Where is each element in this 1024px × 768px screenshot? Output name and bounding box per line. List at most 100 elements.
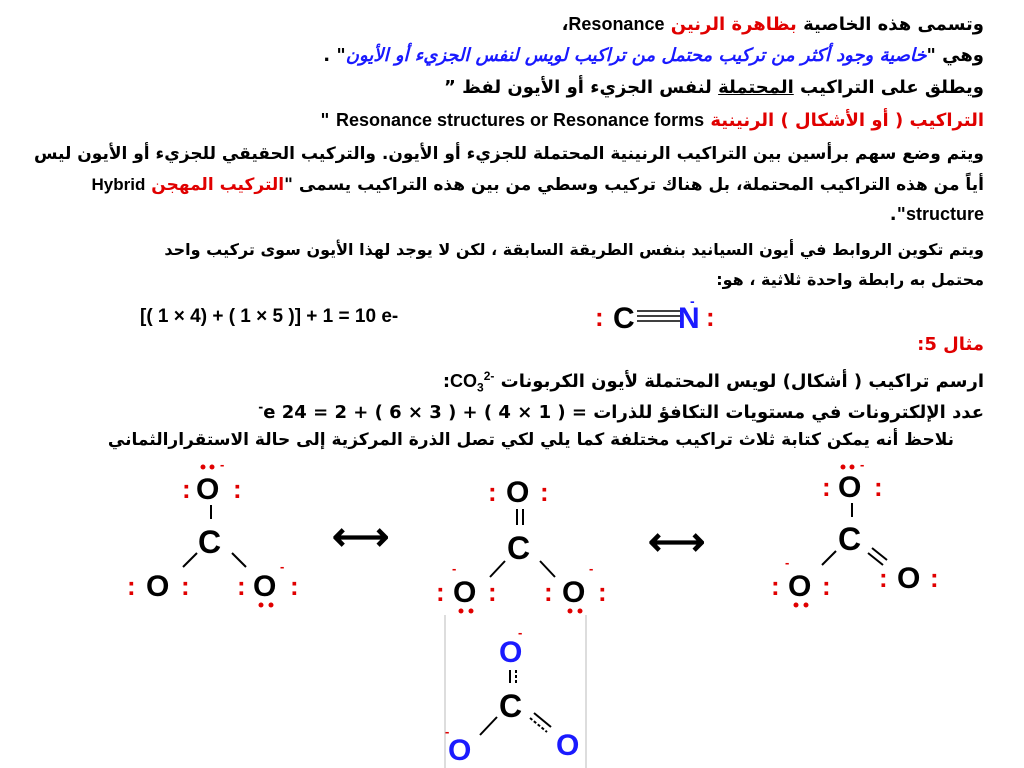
carbonate-structure-1: - : O : C : O : : O - : bbox=[127, 457, 299, 608]
oxygen-right: O bbox=[897, 562, 920, 595]
charge: - bbox=[785, 555, 789, 570]
resonance-arrow-1: ⟷ bbox=[332, 515, 389, 559]
valence-electrons-text: عدد الإلكترونات في مستويات التكافؤ للذرا… bbox=[263, 402, 984, 423]
lone-pair: : bbox=[598, 577, 607, 607]
highlight-resonance-ar: بظاهرة الرنين bbox=[670, 14, 797, 35]
lone-pair: : bbox=[540, 477, 549, 507]
charge-superscript: - bbox=[258, 400, 264, 414]
electron-equation: [( 1 × 4) + ( 1 × 5 )] + 1 = 10 e- bbox=[140, 305, 398, 329]
text-segment: ، bbox=[561, 14, 569, 35]
text-segment: : bbox=[442, 371, 451, 392]
line-8: ويتم تكوين الروابط في أيون السيانيد بنفس… bbox=[164, 238, 984, 262]
bond bbox=[489, 560, 506, 578]
lone-pair: : bbox=[290, 571, 299, 601]
example-label: مثال 5: bbox=[917, 333, 984, 357]
line-13: نلاحظ أنه يمكن كتابة ثلاث تراكيب مختلفة … bbox=[108, 428, 954, 452]
oxygen-left: O bbox=[146, 570, 169, 603]
text-segment: ويطلق على التراكيب bbox=[800, 77, 984, 98]
partial-bond-dashed bbox=[529, 717, 548, 733]
carbonate-formula: CO32- bbox=[450, 369, 495, 395]
cyanide-structure: : C N - : bbox=[595, 293, 715, 335]
oxygen-right: O bbox=[253, 570, 276, 603]
charge: - bbox=[589, 561, 593, 576]
underlined-word: المحتملة bbox=[718, 77, 794, 98]
text-segment: ويتم تكوين الروابط في أيون السيانيد بنفس… bbox=[164, 240, 984, 259]
bond bbox=[539, 560, 556, 578]
term-structure: structure bbox=[905, 204, 984, 224]
lone-pair: : bbox=[879, 563, 888, 593]
lone-pair: : bbox=[233, 474, 242, 504]
highlight-resonance-structures-ar: التراكيب ( أو الأشكال ) الرنينية bbox=[710, 110, 984, 131]
text-segment: ". bbox=[889, 204, 906, 225]
text-segment: محتمل به رابطة واحدة ثلاثية ، هو: bbox=[716, 270, 984, 289]
cyanide-colon-right: : bbox=[706, 302, 715, 332]
text-segment: نلاحظ أنه يمكن كتابة ثلاث تراكيب مختلفة … bbox=[107, 430, 954, 450]
oxygen-top: O bbox=[506, 476, 529, 509]
lone-pair: : bbox=[488, 477, 497, 507]
lone-pair: : bbox=[822, 571, 831, 601]
lone-pair: : bbox=[181, 571, 190, 601]
carbon: C bbox=[499, 688, 522, 724]
hybrid-structure: - O C - O O bbox=[444, 615, 587, 768]
oxygen-left: O bbox=[448, 734, 471, 767]
partial-bond-solid bbox=[533, 712, 552, 728]
carbon: C bbox=[838, 521, 861, 557]
carbon: C bbox=[198, 524, 221, 560]
carbonate-resonance-structures: - : O : C : O : : O - : ⟷ : O : C bbox=[127, 457, 939, 768]
charge: - bbox=[860, 457, 864, 472]
carbonate-structure-3: - : O : C - : O : : O : bbox=[771, 457, 939, 608]
oxygen-left: O bbox=[788, 570, 811, 603]
lone-pair: : bbox=[544, 577, 553, 607]
text-segment: وهي " bbox=[926, 45, 984, 66]
lone-pair: : bbox=[237, 571, 246, 601]
term-hybrid: Hybrid bbox=[91, 175, 146, 194]
bond bbox=[182, 552, 198, 568]
oxygen-right: O bbox=[556, 729, 579, 762]
charge: - bbox=[280, 559, 284, 574]
line-5: ويتم وضع سهم برأسين بين التراكيب الرنيني… bbox=[34, 142, 984, 166]
text-segment: ويتم وضع سهم برأسين بين التراكيب الرنيني… bbox=[34, 144, 984, 164]
double-bond bbox=[867, 552, 884, 566]
line-4: التراكيب ( أو الأشكال ) الرنينية Resonan… bbox=[320, 108, 984, 133]
text-segment: لنفس الجزيء أو الأيون لفظ ” bbox=[444, 77, 712, 98]
oxygen-top: O bbox=[838, 471, 861, 504]
lone-pair: : bbox=[874, 472, 883, 502]
charge: - bbox=[518, 625, 522, 640]
oxygen-top: O bbox=[499, 636, 522, 669]
lone-pair: : bbox=[127, 571, 136, 601]
term-resonance-structures: Resonance structures or Resonance forms bbox=[335, 110, 705, 130]
charge: - bbox=[452, 561, 456, 576]
cyanide-charge: - bbox=[690, 293, 695, 309]
formula-base: CO bbox=[450, 371, 478, 391]
resonance-definition: خاصية وجود أكثر من تركيب محتمل من تراكيب… bbox=[345, 45, 927, 66]
text-segment: أياً من هذه التراكيب المحتملة، بل هناك ت… bbox=[284, 175, 984, 195]
highlight-hybrid-ar: التركيب المهجن bbox=[151, 175, 285, 195]
double-bond bbox=[871, 547, 888, 561]
term-resonance: Resonance bbox=[568, 14, 665, 34]
line-2: وهي "خاصية وجود أكثر من تركيب محتمل من ت… bbox=[323, 44, 984, 68]
cyanide-nitrogen: N bbox=[678, 302, 700, 335]
charge: - bbox=[220, 457, 224, 472]
text-segment: " bbox=[320, 110, 330, 131]
resonance-arrow-2: ⟷ bbox=[648, 520, 705, 564]
line-3: ويطلق على التراكيب المحتملة لنفس الجزيء … bbox=[444, 76, 984, 100]
cyanide-colon-left: : bbox=[595, 302, 604, 332]
line-12: عدد الإلكترونات في مستويات التكافؤ للذرا… bbox=[258, 395, 984, 425]
line-1: وتسمى هذه الخاصية بظاهرة الرنين Resonanc… bbox=[562, 12, 984, 37]
carbonate-structure-2: : O : C - : O : : O - : bbox=[436, 476, 607, 614]
lone-pair: : bbox=[436, 577, 445, 607]
charge: - bbox=[445, 724, 449, 739]
example-title: مثال 5: bbox=[917, 334, 984, 355]
text-segment: ارسم تراكيب ( أشكال) لويس المحتملة لأيون… bbox=[500, 371, 984, 392]
lone-pair: : bbox=[771, 571, 780, 601]
line-11: ارسم تراكيب ( أشكال) لويس المحتملة لأيون… bbox=[443, 364, 984, 400]
bond bbox=[821, 550, 837, 566]
lone-pair: : bbox=[930, 563, 939, 593]
carbon: C bbox=[507, 530, 530, 566]
text-segment: " . bbox=[323, 45, 346, 66]
lone-pair: : bbox=[182, 474, 191, 504]
lone-pair: : bbox=[822, 472, 831, 502]
text-segment: وتسمى هذه الخاصية bbox=[803, 14, 984, 35]
formula-superscript: 2- bbox=[483, 369, 495, 383]
oxygen-left: O bbox=[453, 576, 476, 609]
